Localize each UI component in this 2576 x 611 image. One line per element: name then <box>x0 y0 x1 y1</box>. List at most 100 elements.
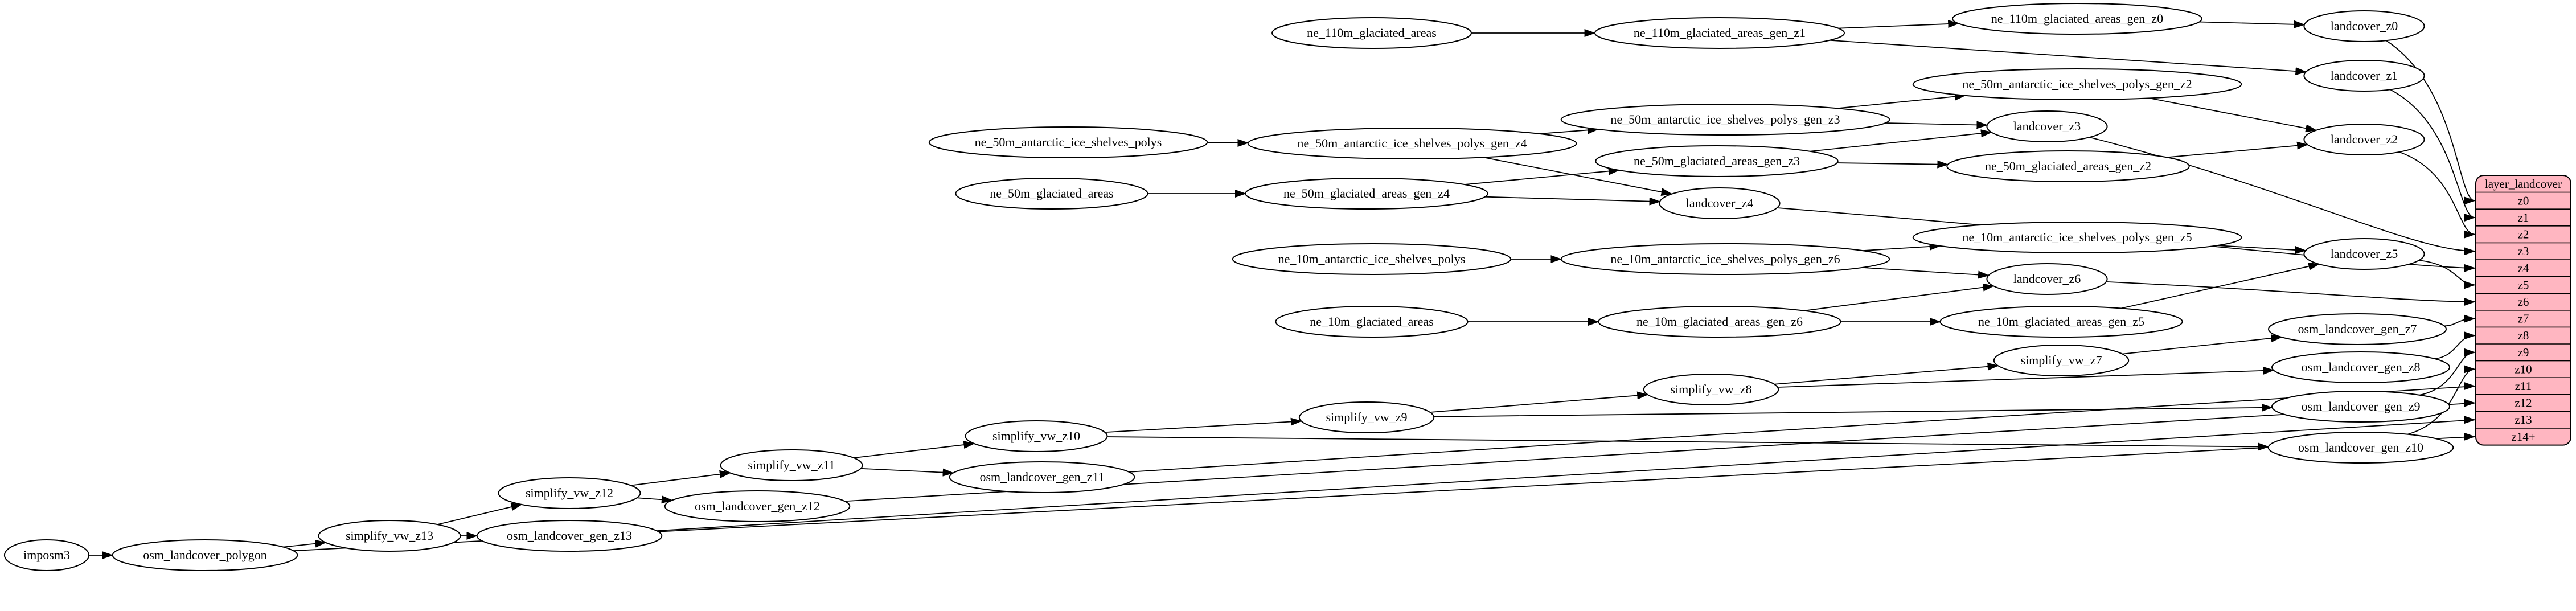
node-ellipse <box>1560 104 1890 136</box>
edge-landcover-z1-to-layer-z1 <box>2390 89 2476 222</box>
node-ellipse <box>1598 306 1841 338</box>
edge-simplify-vw-z9-to-osm-landcover-gen-z9 <box>1434 403 2273 417</box>
node-ne-10m-glaciated-areas: ne_10m_glaciated_areas <box>1275 306 1469 338</box>
node-simplify-vw-z9: simplify_vw_z9 <box>1298 401 1435 433</box>
node-ellipse <box>2303 10 2425 42</box>
node-landcover-z5: landcover_z5 <box>2303 238 2425 270</box>
edge-landcover-z6-to-layer-z6 <box>2106 281 2476 306</box>
node-ne-10m-glaciated-areas-gen-z6: ne_10m_glaciated_areas_gen_z6 <box>1598 306 1841 338</box>
node-landcover-z0: landcover_z0 <box>2303 10 2425 42</box>
node-label: ne_10m_antarctic_ice_shelves_polys_gen_z… <box>1610 252 1840 266</box>
node-ellipse <box>1594 17 1845 49</box>
node-ellipse <box>1298 401 1435 433</box>
table-row-z12: z12 <box>2515 396 2532 410</box>
node-ellipse <box>1275 306 1469 338</box>
node-label: ne_10m_antarctic_ice_shelves_polys_gen_z… <box>1962 230 2192 244</box>
node-ne-110m-glaciated-areas: ne_110m_glaciated_areas <box>1271 17 1472 49</box>
edge-simplify-vw-z11-to-osm-landcover-gen-z11 <box>860 468 954 477</box>
node-label: landcover_z2 <box>2331 132 2398 146</box>
node-label: osm_landcover_gen_z9 <box>2302 399 2421 413</box>
edge-ne-50m-antarctic-ice-shelves-polys-gen-z4-to-ne-50m-antarctic-ice-shelves-polys-gen-z3 <box>1539 126 1599 134</box>
node-label: simplify_vw_z12 <box>526 486 613 500</box>
node-label: osm_landcover_gen_z12 <box>695 499 820 513</box>
node-label: ne_10m_antarctic_ice_shelves_polys <box>1278 252 1466 266</box>
edge-simplify-vw-z10-to-simplify-vw-z9 <box>1105 417 1302 433</box>
node-ne-10m-antarctic-ice-shelves-polys-gen-z5: ne_10m_antarctic_ice_shelves_polys_gen_z… <box>1912 222 2242 253</box>
node-label: landcover_z6 <box>2013 272 2081 286</box>
nodes-layer: ne_110m_glaciated_areas ne_110m_glaciated… <box>3 3 2454 571</box>
table-title: layer_landcover <box>2485 177 2562 191</box>
node-ellipse <box>1595 145 1839 177</box>
table-row-z6: z6 <box>2518 295 2529 309</box>
node-label: landcover_z1 <box>2331 68 2398 83</box>
table-row-z10: z10 <box>2515 362 2532 376</box>
edge-ne-50m-glaciated-areas-gen-z2-to-landcover-z2 <box>2167 141 2309 158</box>
node-ne-50m-glaciated-areas-gen-z4: ne_50m_glaciated_areas_gen_z4 <box>1245 178 1488 210</box>
node-label: ne_50m_antarctic_ice_shelves_polys <box>975 135 1162 149</box>
edge-ne-50m-glaciated-areas-gen-z3-to-landcover-z3 <box>1810 129 1992 152</box>
node-ne-10m-antarctic-ice-shelves-polys: ne_10m_antarctic_ice_shelves_polys <box>1232 243 1512 275</box>
node-label: ne_110m_glaciated_areas_gen_z0 <box>1991 11 2163 26</box>
node-label: imposm3 <box>23 548 70 562</box>
node-ellipse <box>1912 222 2242 253</box>
node-ellipse <box>1912 68 2242 100</box>
edge-simplify-vw-z8-to-osm-landcover-gen-z8 <box>1777 366 2275 388</box>
edge-simplify-vw-z7-to-osm-landcover-gen-z7 <box>2122 334 2283 355</box>
table-row-z5: z5 <box>2518 278 2529 292</box>
node-label: osm_landcover_gen_z8 <box>2302 360 2421 374</box>
node-ellipse <box>1247 128 1577 159</box>
table-row-z2: z2 <box>2518 228 2529 241</box>
node-label: ne_50m_antarctic_ice_shelves_polys_gen_z… <box>1297 136 1527 150</box>
node-ellipse <box>1939 306 2183 338</box>
node-ellipse <box>2268 313 2447 345</box>
edge-simplify-vw-z13-to-simplify-vw-z12 <box>437 503 523 525</box>
node-label: landcover_z0 <box>2331 19 2398 33</box>
edge-ne-50m-antarctic-ice-shelves-polys-gen-z3-to-ne-50m-antarctic-ice-shelves-polys-gen-z2 <box>1837 92 1966 109</box>
node-ellipse <box>2303 238 2425 270</box>
edge-simplify-vw-z12-to-simplify-vw-z11 <box>630 470 731 486</box>
node-simplify-vw-z12: simplify_vw_z12 <box>498 477 641 509</box>
edge-osm-landcover-gen-z13-to-layer-z13 <box>657 416 2476 532</box>
edges-layer <box>89 20 2476 559</box>
edge-ne-10m-antarctic-ice-shelves-polys-gen-z6-to-landcover-z6 <box>1862 266 1990 279</box>
node-simplify-vw-z13: simplify_vw_z13 <box>318 520 461 552</box>
edge-osm-landcover-gen-z10-to-layer-z10 <box>2407 365 2476 435</box>
node-ne-10m-glaciated-areas-gen-z5: ne_10m_glaciated_areas_gen_z5 <box>1939 306 2183 338</box>
node-label: osm_landcover_gen_z13 <box>507 528 632 543</box>
node-simplify-vw-z11: simplify_vw_z11 <box>720 449 863 481</box>
node-ellipse <box>1952 3 2202 35</box>
node-simplify-vw-z10: simplify_vw_z10 <box>965 420 1108 452</box>
node-ellipse <box>664 490 851 522</box>
node-ellipse <box>1560 243 1890 275</box>
node-ne-50m-antarctic-ice-shelves-polys-gen-z3: ne_50m_antarctic_ice_shelves_polys_gen_z… <box>1560 104 1890 136</box>
node-ellipse <box>1986 110 2108 142</box>
edge-ne-50m-antarctic-ice-shelves-polys-gen-z3-to-landcover-z3 <box>1885 121 1988 129</box>
node-label: osm_landcover_gen_z10 <box>2298 440 2423 454</box>
edge-landcover-z4-to-layer-z4 <box>1777 207 2476 272</box>
node-label: ne_50m_glaciated_areas_gen_z3 <box>1634 154 1800 168</box>
node-label: ne_50m_antarctic_ice_shelves_polys_gen_z… <box>1962 77 2192 91</box>
edge-landcover-z2-to-layer-z2 <box>2399 151 2476 239</box>
node-ellipse <box>2267 432 2454 464</box>
node-ne-50m-glaciated-areas-gen-z2: ne_50m_glaciated_areas_gen_z2 <box>1946 150 2190 182</box>
edge-osm-landcover-gen-z9-to-layer-z9 <box>2419 348 2476 396</box>
node-label: landcover_z5 <box>2331 247 2398 261</box>
node-landcover-z4: landcover_z4 <box>1659 187 1781 219</box>
node-label: simplify_vw_z7 <box>2021 353 2102 367</box>
edge-osm-landcover-gen-z8-to-layer-z8 <box>2434 331 2476 359</box>
node-ellipse <box>2303 124 2425 155</box>
edge-ne-110m-glaciated-areas-gen-z1-to-ne-110m-glaciated-areas-gen-z0 <box>1838 20 1960 29</box>
edge-ne-110m-glaciated-areas-gen-z1-to-landcover-z1 <box>1829 39 2307 75</box>
node-ellipse <box>1232 243 1512 275</box>
node-simplify-vw-z7: simplify_vw_z7 <box>1993 345 2130 376</box>
edge-ne-50m-glaciated-areas-gen-z4-to-landcover-z4 <box>1484 196 1661 206</box>
edge-ne-10m-antarctic-ice-shelves-polys-gen-z6-to-ne-10m-antarctic-ice-shelves-polys-gen-z5 <box>1862 242 1941 252</box>
edge-ne-50m-antarctic-ice-shelves-polys-gen-z4-to-landcover-z4 <box>1483 157 1673 196</box>
edge-simplify-vw-z12-to-osm-landcover-gen-z12 <box>637 495 673 504</box>
node-label: landcover_z4 <box>1686 196 1754 210</box>
node-label: simplify_vw_z9 <box>1326 410 1408 424</box>
node-label: simplify_vw_z8 <box>1671 382 1752 396</box>
table-row-z3: z3 <box>2518 244 2529 258</box>
node-ellipse <box>1659 187 1781 219</box>
